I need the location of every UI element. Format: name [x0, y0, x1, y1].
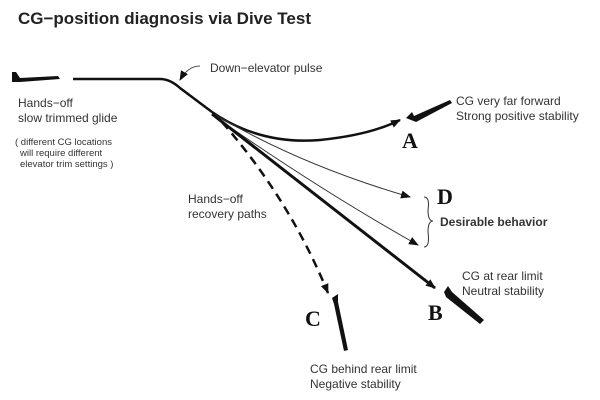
glide-label-2: slow trimmed glide [18, 111, 118, 125]
recovery-label-2: recovery paths [188, 207, 267, 221]
path-d-lower [213, 115, 419, 246]
case-d-letter: D [437, 184, 453, 209]
path-b [211, 112, 436, 290]
glide-label-1: Hands−off [18, 96, 73, 110]
note-2: will require different [20, 148, 103, 159]
glider-icon-b [444, 286, 484, 324]
pulse-arrow [179, 65, 201, 81]
diagram-title: CG−position diagnosis via Dive Test [18, 9, 312, 28]
note-1: ( different CG locations [15, 137, 112, 148]
path-a [211, 110, 401, 142]
glider-icon-start [12, 72, 60, 82]
glider-icon-c [332, 294, 348, 351]
glide-path [73, 77, 213, 113]
brace [423, 196, 434, 248]
recovery-label-1: Hands−off [188, 192, 243, 206]
case-a-letter: A [402, 128, 418, 153]
glider-icon-a [406, 100, 452, 122]
case-c-letter: C [305, 306, 321, 331]
case-b-line1: CG at rear limit [462, 269, 543, 283]
case-d-line1: Desirable behavior [440, 215, 548, 229]
case-a-line2: Strong positive stability [456, 109, 579, 123]
case-b-letter: B [428, 300, 443, 325]
path-d-upper [213, 113, 411, 199]
case-a-line1: CG very far forward [456, 94, 561, 108]
case-c-line1: CG behind rear limit [310, 362, 417, 376]
case-b-line2: Neutral stability [462, 284, 545, 298]
note-3: elevator trim settings ) [20, 159, 114, 170]
case-c-line2: Negative stability [310, 377, 401, 391]
pulse-label: Down−elevator pulse [210, 61, 323, 75]
